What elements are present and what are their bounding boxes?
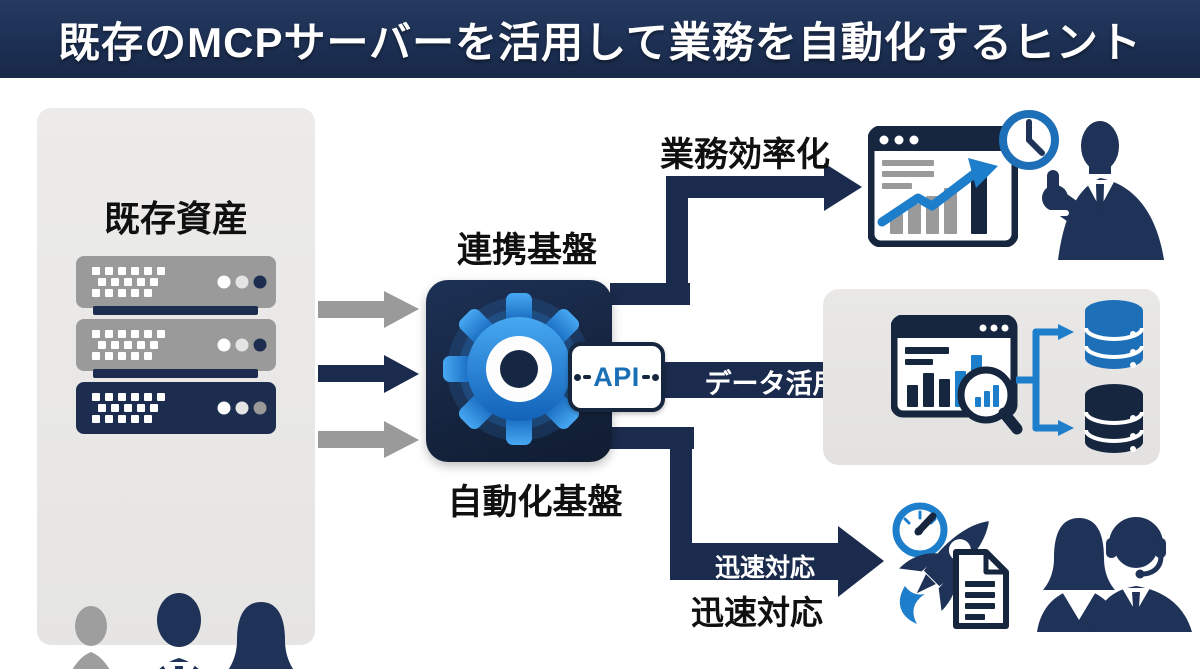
browser-growth-chart-icon bbox=[868, 126, 1018, 247]
data-usage-label: データ活用 bbox=[704, 369, 840, 399]
database-icon bbox=[1084, 384, 1144, 453]
server-shadow bbox=[93, 369, 258, 378]
server-icon bbox=[76, 256, 276, 308]
api-label: API bbox=[593, 361, 640, 392]
api-connector-dash-icon bbox=[583, 375, 592, 379]
document-icon bbox=[953, 549, 1009, 629]
efficiency-label: 業務効率化 bbox=[660, 136, 830, 174]
dashboard-magnifier-icon bbox=[891, 315, 1023, 435]
server-shadow bbox=[93, 306, 258, 315]
input-arrow-navy-icon bbox=[318, 355, 419, 393]
clock-icon bbox=[999, 110, 1059, 170]
database-icon bbox=[1084, 300, 1144, 369]
title-banner: 既存のMCPサーバーを活用して業務を自動化するヒント bbox=[0, 0, 1200, 78]
api-connector-dash-icon bbox=[641, 375, 650, 379]
page-title: 既存のMCPサーバーを活用して業務を自動化するヒント bbox=[58, 18, 1142, 66]
branch-arrow-speed-icon bbox=[610, 427, 884, 597]
input-arrow-icon bbox=[318, 291, 419, 458]
api-connector-dot-icon bbox=[574, 373, 582, 381]
branch-arrow-efficiency-icon bbox=[610, 163, 862, 305]
speedometer-icon bbox=[892, 502, 948, 558]
branch-fork-icon bbox=[1016, 324, 1074, 436]
businessman-thumbs-up-icon bbox=[1041, 121, 1164, 260]
hub-top-label: 連携基盤 bbox=[456, 231, 597, 270]
api-connector-dot-icon bbox=[651, 373, 659, 381]
hub-bottom-label: 自動化基盤 bbox=[447, 483, 623, 522]
business-team-icon bbox=[72, 593, 294, 669]
existing-assets-label: 既存資産 bbox=[103, 198, 248, 239]
speed-arrow-label: 迅速対応 bbox=[714, 554, 815, 582]
existing-assets-panel: 既存資産 bbox=[37, 108, 315, 669]
api-box: API bbox=[568, 342, 665, 412]
speed-caption-label: 迅速対応 bbox=[691, 594, 823, 631]
server-icon bbox=[76, 319, 276, 371]
support-agent-headset-icon bbox=[1090, 517, 1192, 632]
gear-icon bbox=[443, 293, 595, 445]
automation-hub-box bbox=[426, 280, 612, 462]
server-icon bbox=[76, 382, 276, 434]
